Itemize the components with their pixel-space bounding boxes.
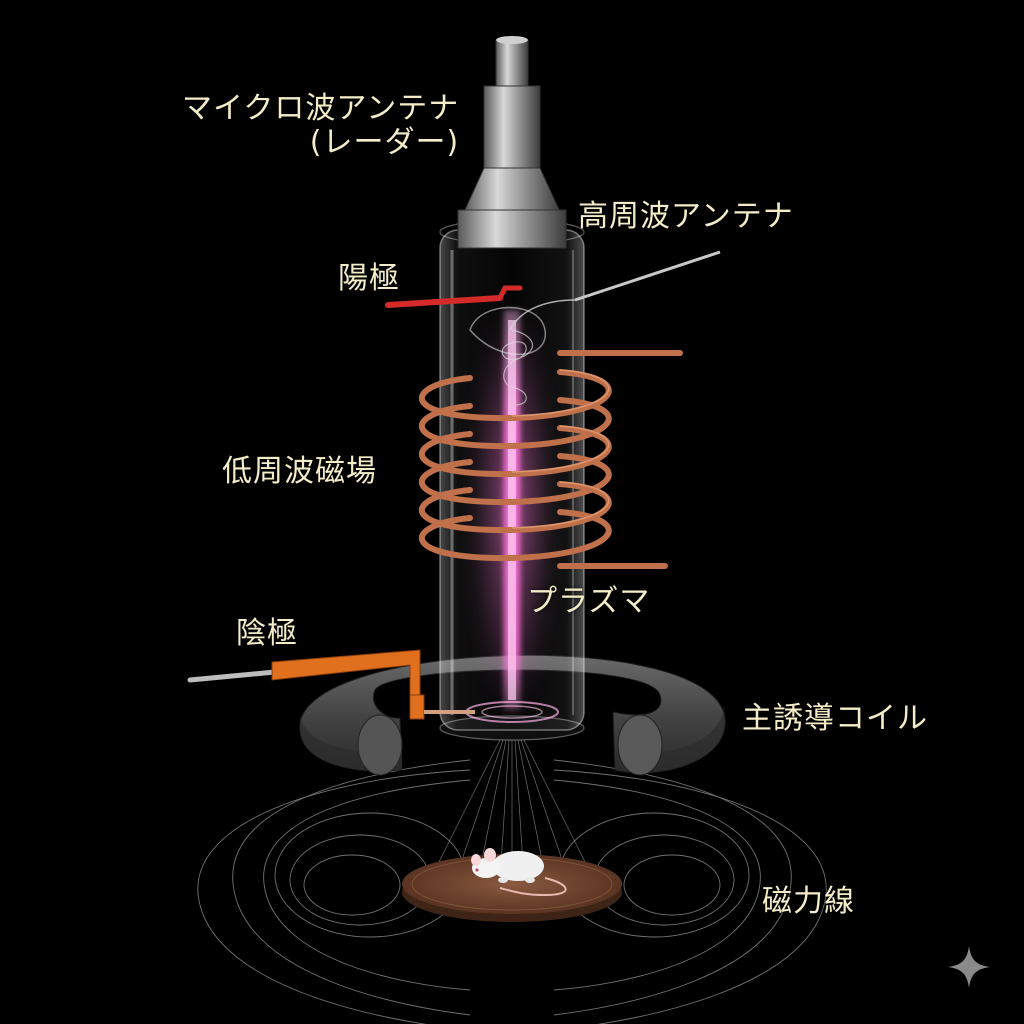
main-induction-coil	[299, 654, 726, 776]
label-plasma: プラズマ	[527, 584, 651, 619]
label-main-induction-coil: 主誘導コイル	[742, 701, 928, 736]
emission-rays	[429, 739, 595, 881]
low-frequency-coil-highlight	[511, 369, 610, 529]
glass-tube	[439, 219, 585, 741]
microwave-antenna	[457, 36, 567, 249]
label-magnetic-flux-lines: 磁力線	[762, 884, 855, 919]
magnetic-field-lines	[197, 759, 827, 1024]
low-frequency-coil	[419, 350, 683, 569]
rf-antenna	[469, 250, 721, 406]
label-low-frequency-field: 低周波磁場	[222, 454, 377, 489]
label-cathode: 陰極	[236, 616, 298, 651]
mouse-specimen	[471, 848, 567, 897]
anode-electrode	[385, 285, 523, 308]
label-microwave-antenna-line2: (レーダー)	[309, 124, 460, 160]
label-microwave-antenna: マイクロ波アンテナ (レーダー)	[182, 92, 459, 159]
label-rf-antenna: 高周波アンテナ	[578, 199, 794, 234]
label-microwave-antenna-line1: マイクロ波アンテナ	[182, 91, 460, 126]
sparkle-icon	[948, 946, 990, 988]
label-anode: 陽極	[338, 261, 400, 296]
cathode-electrode	[187, 649, 475, 720]
